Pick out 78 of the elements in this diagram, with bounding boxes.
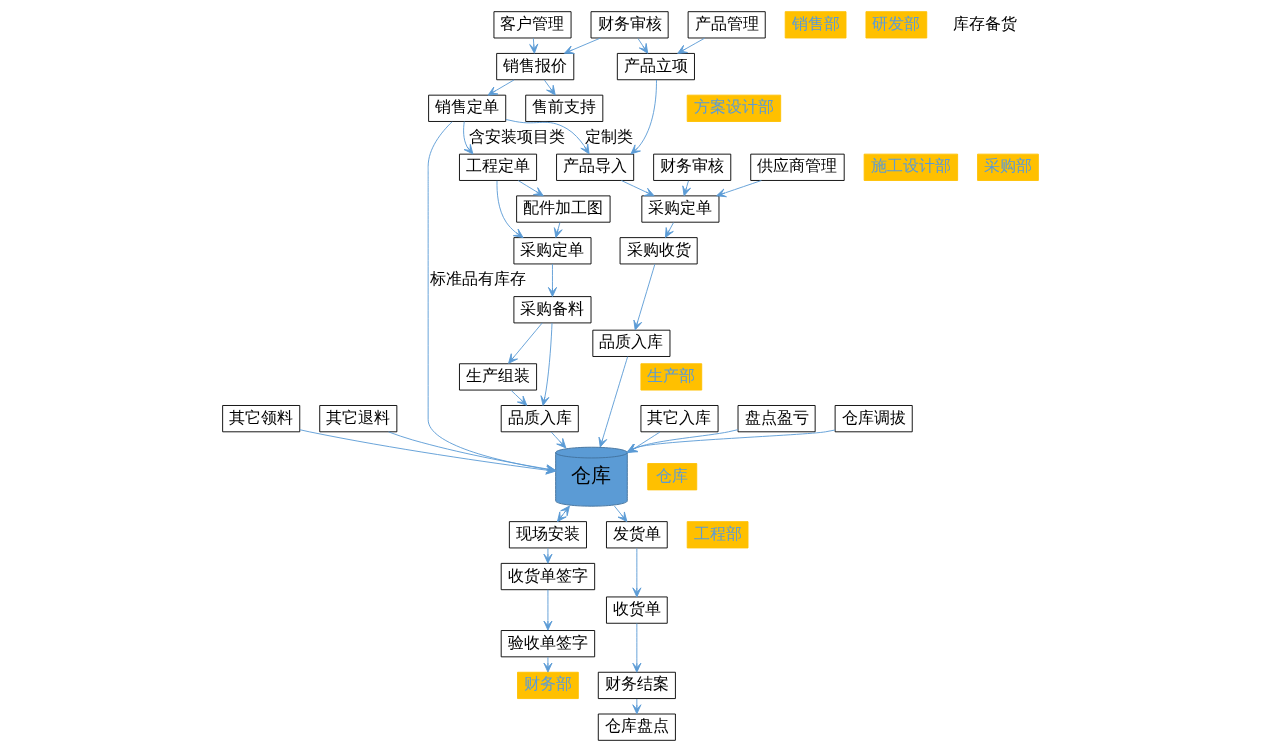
arrow [682,180,691,197]
node-box: 工程定单 [459,153,538,181]
node-box: 生产组装 [459,363,538,391]
arrow [529,37,539,54]
arrow [463,121,474,155]
node-box: 验收单签字 [500,630,596,658]
edge-label: 含安装项目类 [468,126,565,146]
arrow [613,505,628,523]
arrow [496,180,524,239]
arrow [505,119,590,155]
arrow [540,322,553,406]
node-box: 采购定单 [641,195,720,223]
node-box: 生产部 [640,363,703,391]
arrow [626,429,739,453]
node-box: 研发部 [865,11,928,39]
arrow [508,322,543,364]
node-box: 财务审核 [653,153,732,181]
node-box: 财务结案 [597,671,676,700]
arrow [563,37,601,55]
edge-label: 标准品有库存 [429,269,526,289]
node-box: 收货单 [606,596,668,624]
arrow [627,429,836,453]
arrow [543,589,553,631]
arrow [632,547,642,598]
arrow [664,222,674,238]
arrow [632,623,642,673]
node-box: 仓库调拔 [834,405,913,433]
node-box: 采购收货 [619,237,698,265]
node-box: 采购备料 [513,296,592,324]
node-box: 仓库盘点 [597,713,676,741]
node-box: 品质入库 [500,405,579,433]
node-box: 收货单签字 [500,562,596,591]
node-box: 其它退料 [319,405,398,433]
node-box: 配件加工图 [516,195,611,223]
arrow [633,263,656,331]
node-box: 方案设计部 [686,94,782,122]
arrow [630,79,657,155]
arrow [550,431,567,449]
arrow [620,180,655,197]
arrow [627,431,661,454]
node-box: 施工设计部 [863,153,959,181]
arrow [677,37,706,54]
node-box: 盘点盈亏 [737,405,816,433]
node-box: 供应商管理 [750,153,845,181]
node-box: 现场安装 [508,521,587,549]
arrow [547,263,557,297]
node-box: 财务部 [517,671,579,700]
node-box: 财务审核 [590,11,669,39]
node-box: 其它领料 [222,405,301,433]
node-box: 售前支持 [525,94,604,122]
arrow [543,79,556,96]
arrow [598,356,629,448]
arrow [557,505,570,523]
node-box: 销售部 [784,11,847,39]
node-box: 采购部 [977,153,1039,181]
arrow [632,698,642,715]
arrow [543,656,553,673]
node-box: 其它入库 [640,405,719,433]
arrow [487,79,515,96]
arrow [517,180,544,197]
node-box: 采购定单 [513,237,592,265]
node-box: 销售报价 [496,52,575,81]
arrow [716,180,762,198]
node-box: 产品立项 [616,52,695,81]
arrow [637,37,649,54]
node-box: 销售定单 [428,94,507,122]
node-box: 产品管理 [687,11,766,39]
arrow [543,547,553,564]
label: 库存备货 [953,13,1018,33]
node-box: 发货单 [606,521,668,549]
node-box: 仓库 [647,463,698,491]
node-box: 品质入库 [592,329,671,357]
node-box: 客户管理 [493,11,572,39]
arrow [553,222,563,238]
node-box: 工程部 [686,521,749,549]
node-box: 产品导入 [556,153,635,181]
edge-label: 定制类 [585,126,634,146]
arrow [510,390,528,406]
